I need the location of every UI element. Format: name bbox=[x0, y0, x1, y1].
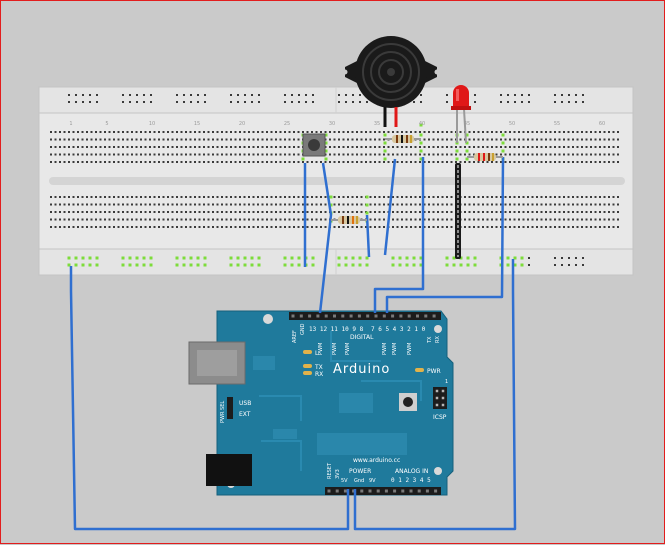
push-button bbox=[302, 133, 326, 157]
pwm-label-3: PWM bbox=[345, 343, 351, 355]
pwr-led-label: PWR bbox=[427, 368, 441, 375]
analog-in-label: ANALOG IN bbox=[395, 468, 428, 475]
led-l bbox=[303, 350, 312, 354]
gnd-power-label: Gnd bbox=[354, 478, 364, 484]
resistor-buzzer bbox=[385, 135, 421, 143]
power-analog-header bbox=[325, 487, 441, 495]
wire-buzzer-to-rail bbox=[383, 158, 397, 256]
usb-label: USB bbox=[239, 400, 251, 407]
icsp-pin1-label: 1 bbox=[445, 379, 448, 385]
digital-pins-low: 7 6 5 4 3 2 1 0 bbox=[371, 326, 426, 333]
digital-label: DIGITAL bbox=[350, 334, 374, 341]
power-label: POWER bbox=[349, 468, 371, 475]
v3-label: 3V3 bbox=[335, 469, 341, 479]
pwm-label-6: PWM bbox=[407, 343, 413, 355]
wire-pulldown-to-rail bbox=[365, 214, 371, 258]
col-num-5: 5 bbox=[105, 121, 108, 127]
digital-pins-high: 13 12 11 10 9 8 bbox=[309, 326, 364, 333]
analog-pins-label: 0 1 2 3 4 5 bbox=[391, 477, 431, 484]
pwm-label-1: PWM bbox=[318, 343, 324, 355]
led-rx-label: RX bbox=[315, 371, 323, 378]
v9-label: 9V bbox=[369, 478, 376, 484]
pwm-label-5: PWM bbox=[392, 343, 398, 355]
terminal-strips bbox=[50, 131, 619, 228]
mounting-hole bbox=[434, 467, 442, 475]
resistor-pulldown bbox=[331, 216, 367, 224]
col-num-1: 1 bbox=[69, 121, 72, 127]
pwr-sel-jumper bbox=[227, 397, 233, 419]
col-num-55: 55 bbox=[554, 121, 560, 127]
top-power-rail bbox=[68, 94, 584, 103]
col-num-20: 20 bbox=[239, 121, 245, 127]
power-jack bbox=[206, 454, 252, 486]
resistor-led bbox=[467, 153, 503, 161]
wire-led-to-pin7 bbox=[385, 156, 505, 313]
red-led bbox=[451, 85, 471, 144]
led-pwr bbox=[415, 368, 424, 372]
col-num-45: 45 bbox=[464, 121, 470, 127]
led-rx bbox=[303, 371, 312, 375]
wire-button-to-pin2 bbox=[318, 162, 333, 314]
digital-header bbox=[289, 312, 441, 320]
col-num-40: 40 bbox=[419, 121, 425, 127]
pwm-label-4: PWM bbox=[382, 343, 388, 355]
col-num-25: 25 bbox=[284, 121, 290, 127]
rx-pin-label: RX bbox=[435, 336, 441, 343]
wire-buzzer-to-pin8 bbox=[373, 157, 425, 313]
col-num-15: 15 bbox=[194, 121, 200, 127]
board-brand: Arduino bbox=[333, 362, 390, 377]
mounting-hole bbox=[263, 314, 273, 324]
col-num-30: 30 bbox=[329, 121, 335, 127]
led-tx bbox=[303, 364, 312, 368]
reset-label: RESET bbox=[327, 462, 333, 479]
breadboard-center-channel bbox=[49, 177, 625, 185]
led-tx-label: TX bbox=[314, 364, 323, 371]
wire-ground-rail-left bbox=[69, 266, 350, 531]
col-num-35: 35 bbox=[374, 121, 380, 127]
pwr-sel-label: PWR SEL bbox=[220, 401, 226, 423]
breadboard: 1 5 10 15 20 25 30 35 40 45 50 55 60 bbox=[38, 86, 634, 276]
mounting-hole bbox=[434, 325, 442, 333]
col-num-60: 60 bbox=[599, 121, 605, 127]
aref-label: AREF bbox=[292, 330, 298, 343]
board-website: www.arduino.cc bbox=[353, 457, 400, 464]
pwm-label-2: PWM bbox=[332, 343, 338, 355]
gnd-label: GND bbox=[300, 323, 306, 335]
microcontroller-chip bbox=[317, 433, 407, 455]
piezo-buzzer bbox=[342, 36, 440, 127]
arduino-board: Arduino www.arduino.cc DIGITAL AREF GND … bbox=[188, 310, 454, 496]
wires bbox=[69, 156, 517, 531]
ext-label: EXT bbox=[239, 411, 251, 418]
col-num-10: 10 bbox=[149, 121, 155, 127]
wire-ground-rail-right bbox=[353, 259, 517, 531]
column-numbers: 1 5 10 15 20 25 30 35 40 45 50 55 60 bbox=[69, 121, 605, 127]
icsp-label: ICSP bbox=[433, 414, 447, 421]
col-num-50: 50 bbox=[509, 121, 515, 127]
led-l-label: L bbox=[315, 350, 319, 357]
tx-pin-label: TX bbox=[427, 336, 433, 344]
icsp-header bbox=[433, 387, 447, 409]
v5-label: 5V bbox=[341, 478, 348, 484]
